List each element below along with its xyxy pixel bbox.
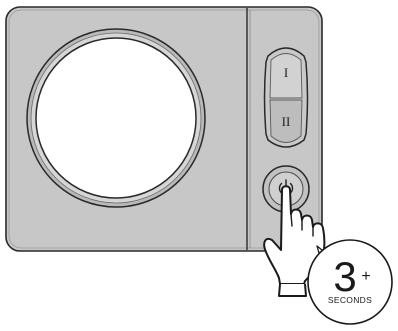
round-display — [27, 29, 205, 207]
hold-duration-callout: 3 + SECONDS — [308, 240, 392, 324]
rocker-upper-label: I — [284, 65, 288, 80]
rocker-switch[interactable]: I II — [265, 48, 308, 147]
callout-value: 3 — [333, 253, 356, 300]
callout-unit: SECONDS — [328, 295, 372, 305]
rocker-lower-label: II — [282, 114, 291, 129]
callout-suffix: + — [361, 268, 370, 285]
